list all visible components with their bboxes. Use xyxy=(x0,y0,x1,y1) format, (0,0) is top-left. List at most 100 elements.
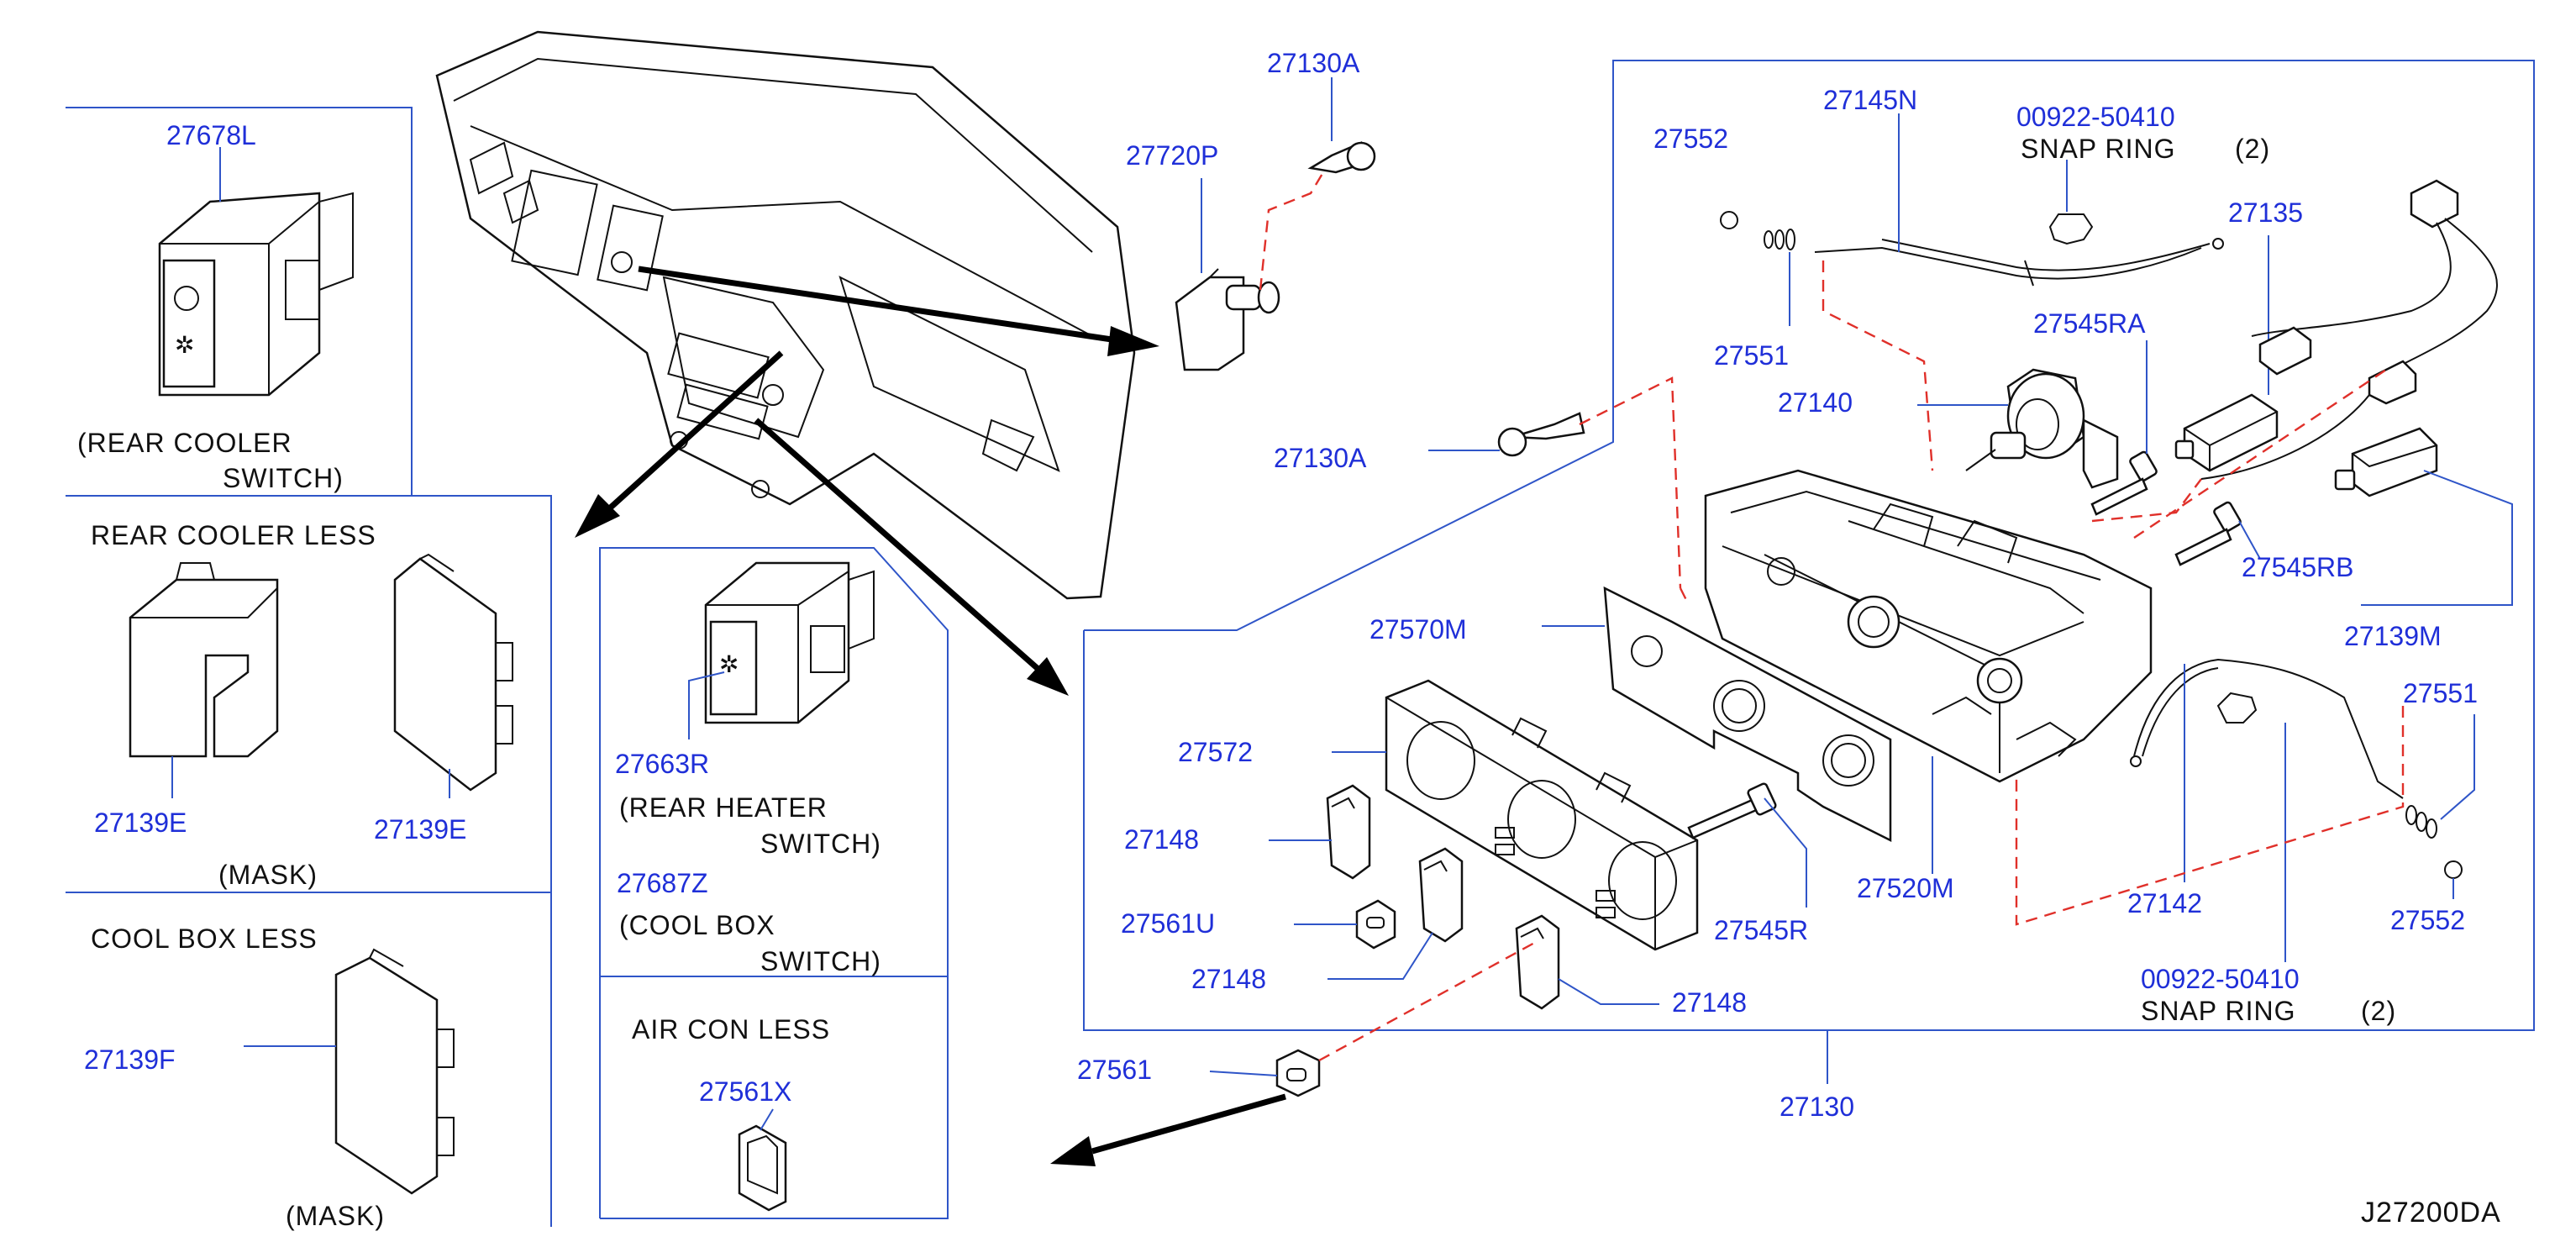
connector-27135 xyxy=(2174,393,2279,472)
part-27545R[interactable]: 27545R xyxy=(1714,915,1808,945)
leader-27148-c xyxy=(1558,978,1659,1005)
svg-text:✲: ✲ xyxy=(719,651,739,677)
part-27663R[interactable]: 27663R xyxy=(615,749,709,779)
part-27139M[interactable]: 27139M xyxy=(2344,621,2442,651)
caption-mask-b: (MASK) xyxy=(286,1201,385,1231)
caption-cool-box: (COOL BOX xyxy=(619,910,775,940)
dash-27145N xyxy=(1822,260,1934,471)
part-27148-b[interactable]: 27148 xyxy=(1191,964,1266,994)
snap-ring-top-label: SNAP RING xyxy=(2021,134,2175,164)
part-27720P[interactable]: 27720P xyxy=(1126,140,1218,171)
harness-27139M xyxy=(2200,179,2498,497)
part-27139E-a[interactable]: 27139E xyxy=(94,808,187,838)
leader-27561 xyxy=(1209,1071,1278,1076)
face-plate-27572 xyxy=(1385,679,1699,951)
snap-ring-bottom xyxy=(2216,692,2258,723)
knob-27148-b xyxy=(1418,847,1464,943)
knob-cap-27561 xyxy=(1275,1049,1321,1097)
part-27561[interactable]: 27561 xyxy=(1077,1055,1152,1085)
caption-rear-cooler: (REAR COOLER xyxy=(77,428,292,458)
rod-27545RB xyxy=(2174,501,2242,566)
snap-ring-bot-label: SNAP RING xyxy=(2141,996,2295,1026)
leader-27561X xyxy=(760,1108,774,1131)
svg-text:✲: ✲ xyxy=(175,332,194,358)
qty-bot: (2) xyxy=(2361,996,2396,1026)
frame-27130-assembly xyxy=(1083,60,2535,1031)
dash-27545RB xyxy=(2133,369,2387,539)
spring-27551-top xyxy=(1764,229,1795,250)
screw-27130A-top xyxy=(1307,141,1376,174)
part-27142[interactable]: 27142 xyxy=(2127,888,2202,918)
rear-cooler-switch-drawing: ✲ xyxy=(158,192,354,397)
caption-cool-box-switch: SWITCH) xyxy=(760,946,881,976)
dash-lower-right xyxy=(2015,706,2405,926)
part-27551-top[interactable]: 27551 xyxy=(1714,340,1789,371)
leader-27148-b xyxy=(1327,932,1433,980)
rod-27545RA xyxy=(2090,450,2158,516)
cable-27145N xyxy=(1814,238,2224,287)
diagram-code: J27200DA xyxy=(2361,1197,2501,1229)
frame-left-column xyxy=(66,495,552,1227)
part-27130A-mid[interactable]: 27130A xyxy=(1274,443,1367,473)
leader-27545R xyxy=(1764,797,1807,908)
part-27678L[interactable]: 27678L xyxy=(166,120,256,150)
rear-cooler-less-masks xyxy=(129,553,513,792)
part-27145N[interactable]: 27145N xyxy=(1823,85,1917,115)
caption-switch: SWITCH) xyxy=(223,463,344,493)
part-27561U[interactable]: 27561U xyxy=(1121,908,1215,939)
part-00922-top[interactable]: 00922-50410 xyxy=(2016,102,2175,132)
section-frames xyxy=(66,60,2535,1227)
part-27148-a[interactable]: 27148 xyxy=(1124,824,1199,855)
cool-box-less-mask xyxy=(334,948,455,1195)
part-27545RB[interactable]: 27545RB xyxy=(2242,552,2353,582)
leader-27139M xyxy=(2361,470,2513,606)
part-27572[interactable]: 27572 xyxy=(1178,737,1253,767)
part-27140[interactable]: 27140 xyxy=(1778,387,1853,418)
knob-27148-a xyxy=(1326,784,1371,880)
title-rear-cooler-less: REAR COOLER LESS xyxy=(91,520,376,550)
dash-gasket xyxy=(1679,587,1690,606)
leader-27545RB xyxy=(2238,520,2261,560)
bracket-27720P xyxy=(1175,268,1280,371)
part-27130A-top[interactable]: 27130A xyxy=(1267,48,1360,78)
title-cool-box-less: COOL BOX LESS xyxy=(91,923,318,954)
cap-27552-top xyxy=(1720,211,1738,229)
pointer-arrows xyxy=(575,266,1286,1166)
leader-27551-bot xyxy=(2440,714,2475,820)
cap-27552-bottom xyxy=(2444,860,2463,879)
part-27687Z[interactable]: 27687Z xyxy=(617,868,708,898)
screw-27130A-mid xyxy=(1497,412,1585,457)
part-27545RA[interactable]: 27545RA xyxy=(2033,308,2146,339)
air-con-less-knob-cap xyxy=(738,1124,787,1212)
part-27570M[interactable]: 27570M xyxy=(1369,614,1467,645)
part-27139F[interactable]: 27139F xyxy=(84,1044,176,1075)
labels: 27678L (REAR COOLER SWITCH) REAR COOLER … xyxy=(77,48,2501,1231)
part-27552-bot[interactable]: 27552 xyxy=(2390,905,2465,935)
part-27130[interactable]: 27130 xyxy=(1780,1092,1854,1122)
frame-rear-cooler-switch xyxy=(66,107,413,496)
dash-screw-to-case xyxy=(1579,376,1682,589)
motor-27140 xyxy=(1965,368,2119,489)
control-case-27520M xyxy=(1704,469,2153,783)
dash-27720P xyxy=(1259,171,1325,291)
qty-top: (2) xyxy=(2235,134,2270,164)
part-27148-c[interactable]: 27148 xyxy=(1672,987,1747,1018)
spring-27551-bottom xyxy=(2405,805,2437,839)
rear-heater-switch-drawing: ✲ xyxy=(704,561,875,724)
gasket-27570M xyxy=(1603,586,1892,843)
part-27552-top[interactable]: 27552 xyxy=(1653,124,1728,154)
dashboard-illustration xyxy=(435,30,1136,600)
part-27139E-b[interactable]: 27139E xyxy=(374,814,466,844)
part-27561X[interactable]: 27561X xyxy=(699,1076,791,1107)
knob-27148-c xyxy=(1515,914,1560,1010)
caption-rear-heater: (REAR HEATER xyxy=(619,792,828,823)
part-00922-bot[interactable]: 00922-50410 xyxy=(2141,964,2300,994)
part-27135[interactable]: 27135 xyxy=(2228,197,2303,228)
part-27551-bot[interactable]: 27551 xyxy=(2403,678,2478,708)
cable-27142 xyxy=(2130,658,2404,799)
dash-27561 xyxy=(1318,939,1538,1062)
leader-27663R xyxy=(688,671,725,739)
part-27520M[interactable]: 27520M xyxy=(1857,873,1954,903)
knob-cap-27561U xyxy=(1355,899,1396,950)
